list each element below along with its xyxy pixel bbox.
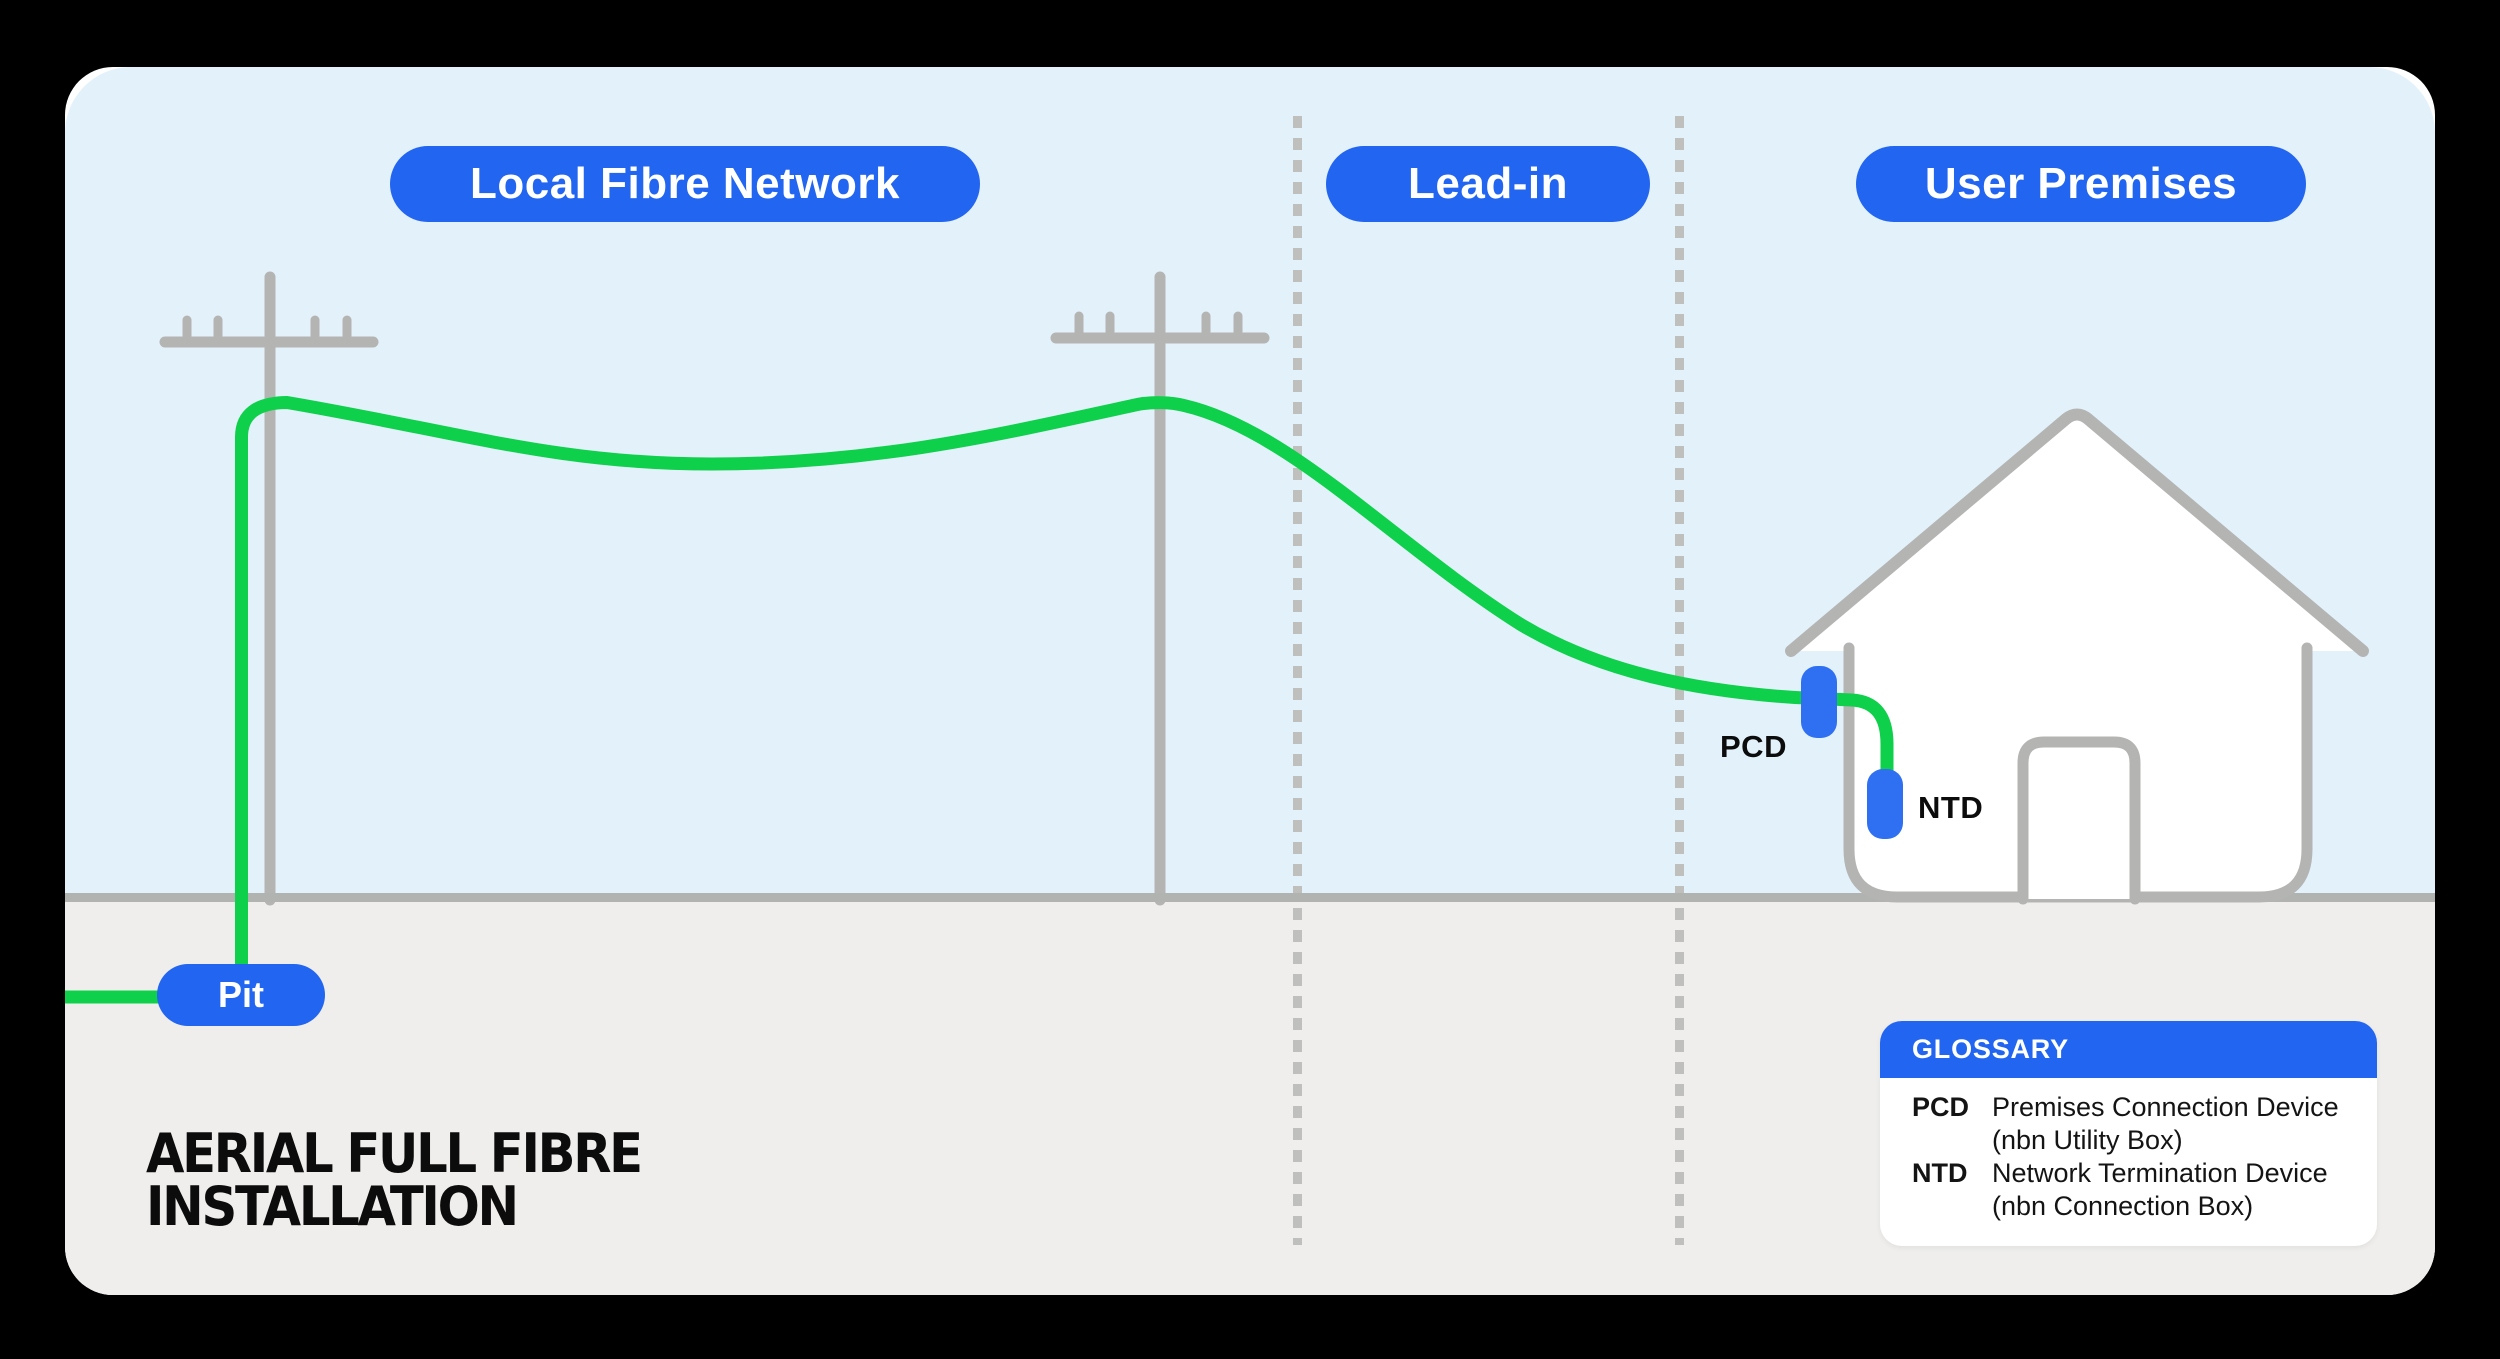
diagram-title: AERIAL FULL FIBRE INSTALLATION: [146, 1122, 643, 1238]
pcd-device: [1801, 666, 1837, 738]
ntd-label: NTD: [1918, 790, 1984, 825]
title-line-1: AERIAL FULL FIBRE: [146, 1122, 643, 1185]
glossary-body: PCD Premises Connection Device (nbn Util…: [1880, 1078, 2377, 1223]
glossary-spacer: [1912, 1190, 1992, 1223]
glossary-note: (nbn Utility Box): [1992, 1125, 2183, 1155]
roof-outline: [1785, 408, 2369, 657]
title-line-2: INSTALLATION: [146, 1175, 519, 1238]
ntd-device: [1867, 769, 1903, 839]
region-pill-local-fibre-network: Local Fibre Network: [390, 146, 980, 222]
house: [1785, 408, 2369, 905]
glossary-box: GLOSSARY PCD Premises Connection Device …: [1880, 1021, 2377, 1246]
utility-pole-2: [1050, 271, 1270, 906]
utility-pole-1: [159, 271, 379, 906]
roof-fill: [1791, 414, 2363, 651]
glossary-spacer: [1912, 1124, 1992, 1157]
pcd-label: PCD: [1720, 729, 1787, 764]
region-pill-user-premises: User Premises: [1856, 146, 2306, 222]
glossary-note: (nbn Connection Box): [1992, 1191, 2254, 1221]
cable-aerial-run: [235, 395, 1894, 997]
glossary-term: NTD: [1912, 1158, 1968, 1188]
fibre-cable: [65, 395, 1894, 1004]
glossary-term: PCD: [1912, 1092, 1970, 1122]
glossary-definition: Network Termination Device: [1992, 1158, 2328, 1188]
door: [2017, 736, 2141, 905]
glossary-header: GLOSSARY: [1880, 1021, 2377, 1078]
region-pill-lead-in: Lead-in: [1326, 146, 1650, 222]
glossary-definition: Premises Connection Device: [1992, 1092, 2339, 1122]
pit-label-pill: Pit: [157, 964, 325, 1026]
